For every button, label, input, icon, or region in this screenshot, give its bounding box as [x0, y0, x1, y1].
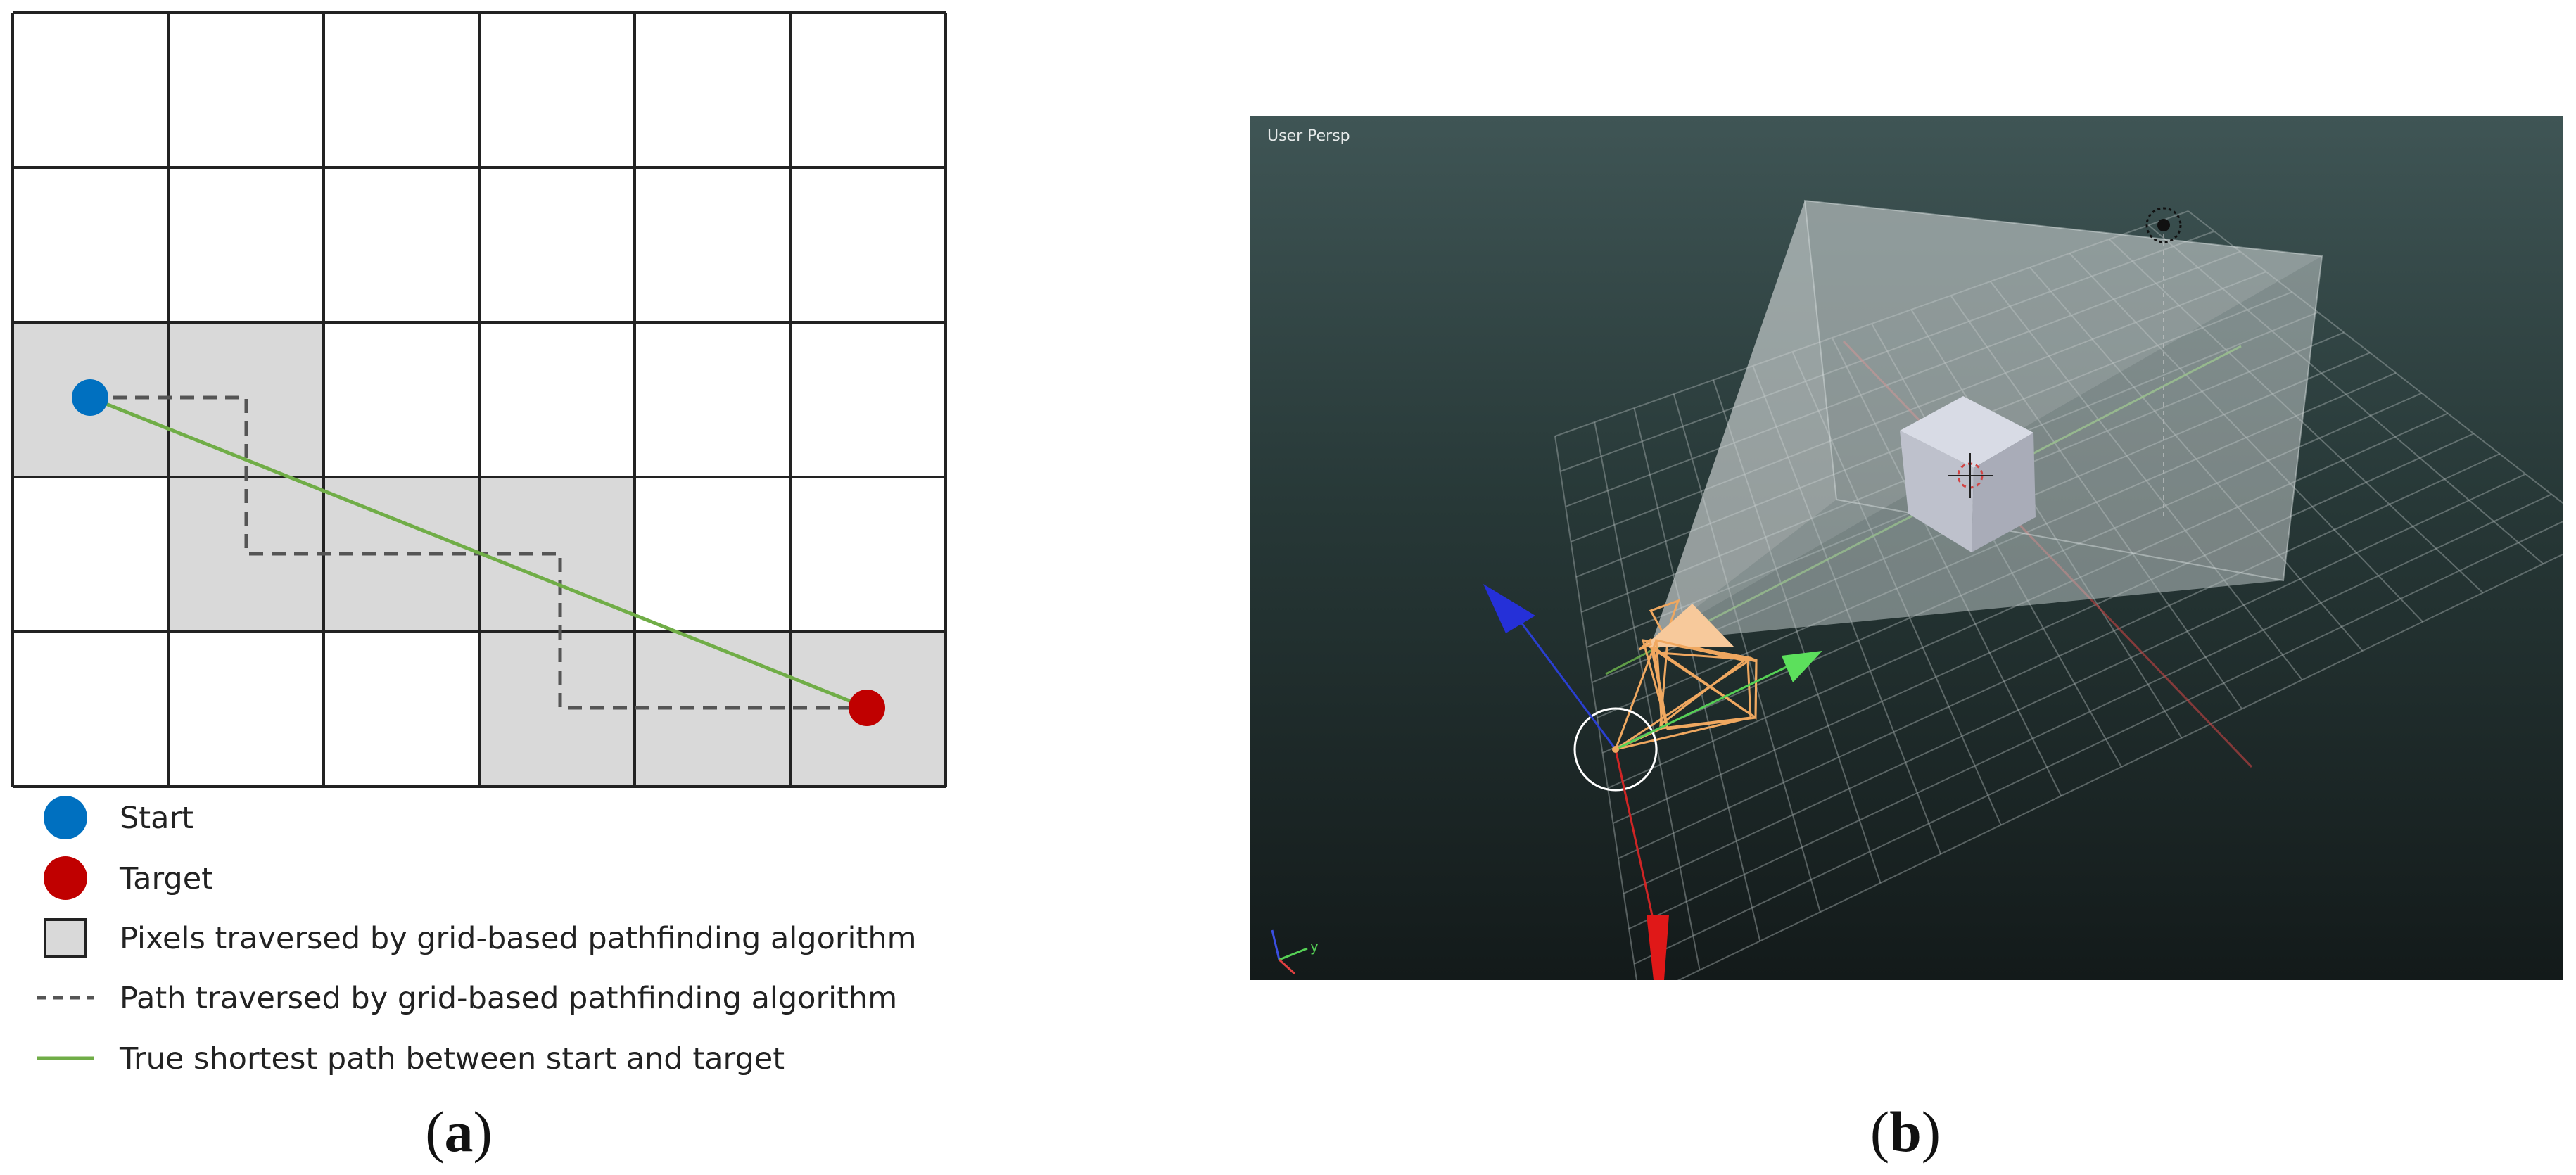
- traversed-pixel: [479, 632, 635, 787]
- floor-grid-line: [1633, 407, 1761, 941]
- legend-shortest-label: True shortest path between start and tar…: [119, 1041, 785, 1076]
- frustum-left-face: [1652, 201, 1836, 642]
- caption-a-letter: a: [445, 1100, 474, 1164]
- viewport-label: User Persp: [1267, 127, 1350, 145]
- floor-grid-line: [1565, 250, 2241, 507]
- legend-pixels-marker: [44, 918, 87, 958]
- cube-top: [1900, 396, 2033, 468]
- viewport-background: [1250, 116, 2563, 980]
- floor-grid-line: [1871, 323, 2122, 768]
- legend-start-label: Start: [120, 801, 193, 836]
- floor-grid-line: [1554, 436, 1637, 980]
- camera-frustum-icon[interactable]: [1652, 199, 2323, 642]
- floor-grid-line: [1618, 453, 2500, 859]
- floor-grid-line: [1713, 379, 1882, 884]
- floor-grid-line: [1623, 473, 2526, 894]
- floor-grid-line: [1571, 271, 2266, 542]
- caption-b: (b): [1870, 1100, 1941, 1164]
- cube-icon[interactable]: [1900, 396, 2036, 552]
- move-gizmo-icon[interactable]: [1483, 584, 1822, 980]
- floor-grid-line: [1910, 309, 2183, 739]
- target-node: [849, 690, 885, 726]
- floor-grid-line: [1752, 365, 1942, 855]
- frustum-bottom-face: [1652, 500, 2283, 642]
- x-axis-arrow: [1647, 915, 1669, 980]
- cube-left: [1900, 431, 1974, 552]
- start-node: [72, 379, 108, 416]
- camera-object-icon[interactable]: [1614, 599, 1758, 751]
- floor-grid-line: [2029, 267, 2364, 652]
- z-axis-arrow: [1483, 584, 1535, 633]
- y-axis-arrow: [1782, 651, 1822, 682]
- floor-grid-line: [1628, 493, 2552, 929]
- floor-grid-line: [1613, 433, 2475, 824]
- caption-b-letter: b: [1889, 1100, 1922, 1164]
- axis-indicator-icon: y: [1271, 929, 1319, 975]
- floor-grid-line: [1677, 553, 2563, 980]
- legend-start-marker: [44, 796, 87, 839]
- caption-a-close: ): [474, 1100, 493, 1164]
- 3d-viewport[interactable]: y User Persp: [1250, 116, 2576, 999]
- legend: Start Target Pixels traversed by grid-ba…: [37, 796, 917, 1076]
- floor-grid-line: [1673, 393, 1821, 913]
- light-icon[interactable]: [2145, 207, 2182, 243]
- floor-grid-line: [1607, 412, 2449, 789]
- floor-grid-line: [1634, 520, 2563, 965]
- caption-b-close: ): [1922, 1100, 1941, 1164]
- grid-pathfinding-figure: Start Target Pixels traversed by grid-ba…: [11, 11, 947, 1164]
- floor-grid-line: [1560, 230, 2215, 472]
- legend-target-label: Target: [119, 861, 213, 896]
- y-axis-line: [1842, 340, 2253, 768]
- floor-grid-line: [1594, 421, 1701, 970]
- legend-pixels-label: Pixels traversed by grid-based pathfindi…: [120, 921, 917, 956]
- caption-a-open: (: [425, 1100, 444, 1164]
- caption-b-open: (: [1870, 1100, 1889, 1164]
- floor-grid-line: [1791, 351, 2002, 825]
- legend-target-marker: [44, 856, 87, 900]
- floor-grid-line: [2069, 253, 2423, 623]
- axis-y-label: y: [1310, 938, 1319, 955]
- floor-grid-line: [2148, 224, 2544, 565]
- floor-grid-line: [1950, 295, 2243, 710]
- legend-path-label: Path traversed by grid-based pathfinding…: [120, 981, 897, 1016]
- pixel-grid: [11, 11, 947, 788]
- floor-grid-line: [1831, 337, 2062, 796]
- floor-grid-line: [1602, 392, 2423, 754]
- floor-grid-line: [1597, 372, 2397, 718]
- floor-grid-line: [1554, 210, 2189, 437]
- 3d-cursor-icon: [1948, 453, 1993, 498]
- floor-grid-line: [2188, 210, 2563, 504]
- floor-grid-line: [1989, 281, 2303, 680]
- caption-a: (a): [425, 1100, 493, 1164]
- cube-right: [1972, 433, 2036, 552]
- shortest-path-line: [89, 395, 868, 710]
- floor-grid-line: [2108, 239, 2484, 594]
